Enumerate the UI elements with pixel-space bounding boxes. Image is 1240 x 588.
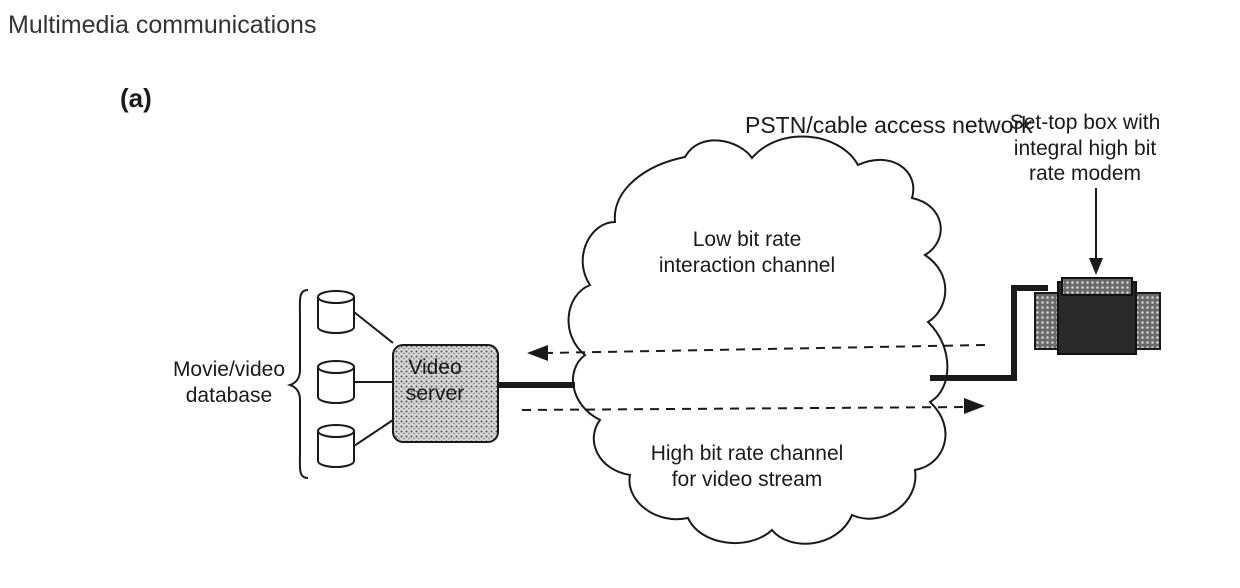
high-bit-rate-label: High bit rate channel for video stream: [650, 442, 844, 491]
low-bit-rate-arrow: [527, 344, 986, 361]
low-bit-rate-label: Low bit rate interaction channel: [658, 228, 836, 277]
database-cylinder-2: [317, 360, 355, 404]
high-bit-rate-arrow: [521, 398, 985, 414]
settop-link: [930, 285, 1048, 381]
figure-part-label: (a): [120, 83, 152, 113]
page-header: Multimedia communications: [8, 11, 317, 39]
database-cylinder-3: [317, 424, 355, 468]
settop-pointer-arrow: [1089, 188, 1103, 275]
set-top-box: [1034, 277, 1161, 355]
set-top-box-label: Set-top box with integral high bit rate …: [1009, 111, 1161, 186]
database-links: [353, 311, 394, 447]
network-cloud: [567, 135, 949, 545]
database-cylinder-1: [317, 290, 355, 334]
database-brace: [286, 289, 309, 479]
database-label: Movie/video database: [172, 358, 285, 407]
video-server-label: Video server: [405, 356, 465, 405]
video-server-box: [392, 344, 499, 443]
network-label: PSTN/cable access network: [745, 112, 1033, 138]
